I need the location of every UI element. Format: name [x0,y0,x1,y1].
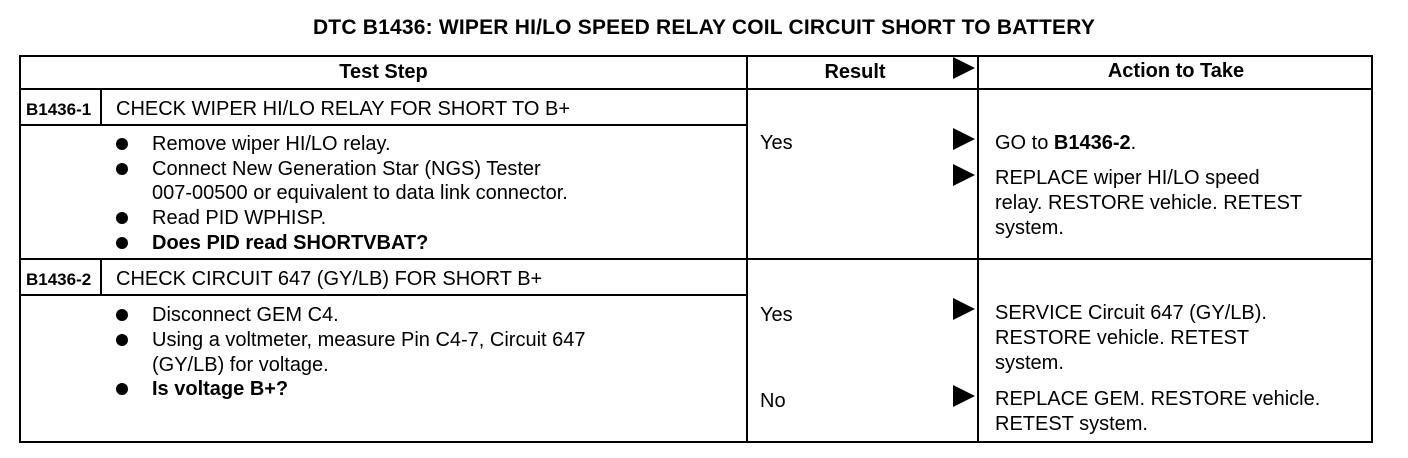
step-heading: CHECK CIRCUIT 647 (GY/LB) FOR SHORT B+ [116,268,543,290]
result-label: Yes [760,304,793,326]
divider [19,88,1373,90]
bullet-icon [116,383,128,395]
divider [19,258,1373,260]
action-text: REPLACE wiper HI/LO speed [995,167,1260,189]
bullet-icon [116,138,128,150]
bullet-text: Connect New Generation Star (NGS) Tester [152,158,541,180]
action-text: relay. RESTORE vehicle. RETEST [995,192,1303,214]
step-heading: CHECK WIPER HI/LO RELAY FOR SHORT TO B+ [116,98,571,120]
arrow-icon [953,385,975,407]
bullet-icon [116,212,128,224]
divider [19,294,746,296]
bullet-text: Using a voltmeter, measure Pin C4-7, Cir… [152,329,586,351]
bullet-text: 007-00500 or equivalent to data link con… [152,182,568,204]
header-test-step: Test Step [339,61,428,83]
result-label: Yes [760,132,793,154]
bullet-icon [116,309,128,321]
bullet-icon [116,163,128,175]
result-label: No [760,390,786,412]
question-text: Is voltage B+? [152,378,289,400]
action-text: RESTORE vehicle. RETEST [995,327,1250,349]
bullet-icon [116,237,128,249]
header-result: Result [824,61,886,83]
divider [100,258,102,294]
divider [746,55,748,443]
question-text: Does PID read SHORTVBAT? [152,232,429,254]
bullet-text: Read PID WPHISP. [152,207,327,229]
divider [100,88,102,124]
arrow-icon [953,298,975,320]
page-title: DTC B1436: WIPER HI/LO SPEED RELAY COIL … [312,16,1096,39]
action-text: system. [995,352,1064,374]
bullet-text: (GY/LB) for voltage. [152,354,329,376]
action-text: RETEST system. [995,413,1148,435]
action-text: system. [995,217,1064,239]
action-text: REPLACE GEM. RESTORE vehicle. [995,388,1321,410]
step-id: B1436-2 [26,270,92,289]
bullet-text: Remove wiper HI/LO relay. [152,133,391,155]
arrow-icon [953,164,975,186]
bullet-icon [116,334,128,346]
divider [977,55,979,443]
action-text: SERVICE Circuit 647 (GY/LB). [995,302,1267,324]
header-action: Action to Take [1107,60,1245,82]
diagnostic-table [19,55,1373,443]
divider [19,124,746,126]
bullet-text: Disconnect GEM C4. [152,304,339,326]
arrow-icon [953,128,975,150]
action-text: GO to B1436-2. [995,132,1137,154]
step-id: B1436-1 [26,100,92,119]
arrow-icon [953,57,975,79]
